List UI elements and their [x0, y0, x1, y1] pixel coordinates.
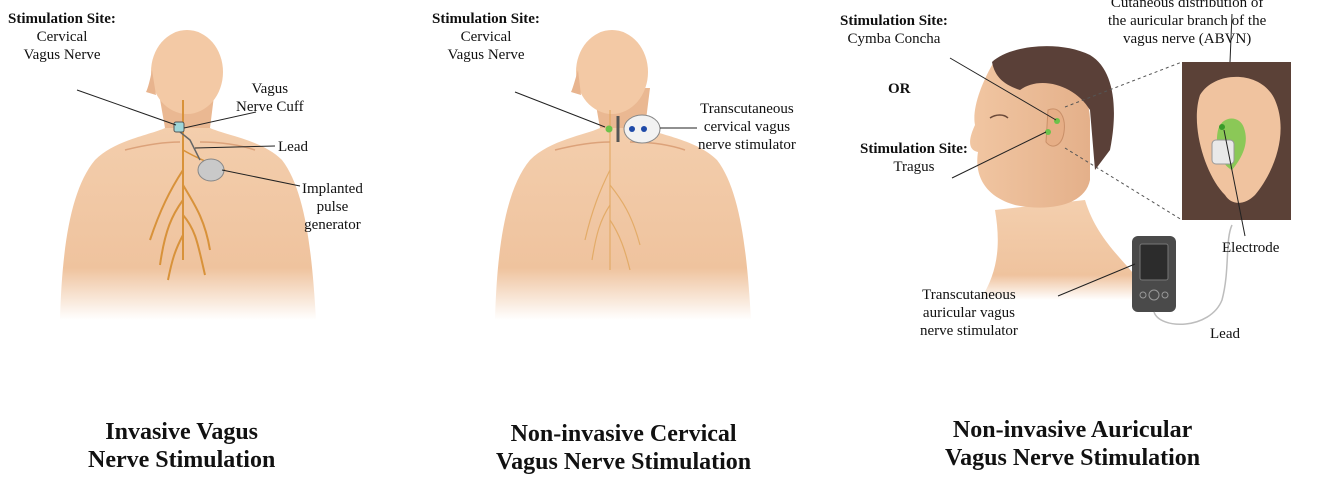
site-heading: Stimulation Site:	[840, 12, 948, 30]
device-line-3: nerve stimulator	[920, 322, 1018, 340]
site-value: Cymba Concha	[840, 30, 948, 48]
device-line-1: Transcutaneous	[920, 286, 1018, 304]
torso-figure-cervical	[495, 30, 751, 320]
device-line-1: Transcutaneous	[698, 100, 796, 118]
ipg-line-3: generator	[302, 216, 363, 234]
abvn-line-2: the auricular branch of the	[1108, 12, 1266, 30]
auricular-device-label: Transcutaneous auricular vagus nerve sti…	[920, 286, 1018, 340]
site-line-2: Vagus Nerve	[432, 46, 540, 64]
caption-line-1: Non-invasive Auricular	[945, 416, 1200, 444]
caption-line-1: Non-invasive Cervical	[496, 420, 751, 448]
site-line-1: Cervical	[8, 28, 116, 46]
site-heading: Stimulation Site:	[432, 10, 540, 28]
auricular-stimulator-device	[1132, 236, 1176, 312]
or-label: OR	[888, 80, 911, 98]
lead-label-invasive: Lead	[278, 138, 308, 156]
caption-line-2: Nerve Stimulation	[88, 446, 275, 474]
ipg-line-2: pulse	[302, 198, 363, 216]
site-value: Tragus	[860, 158, 968, 176]
electrode-label: Electrode	[1222, 239, 1279, 257]
device-line-2: auricular vagus	[920, 304, 1018, 322]
abvn-line-3: vagus nerve (ABVN)	[1108, 30, 1266, 48]
cuff-label: Vagus Nerve Cuff	[236, 80, 304, 116]
device-line-2: cervical vagus	[698, 118, 796, 136]
site-heading: Stimulation Site:	[8, 10, 116, 28]
caption-cervical: Non-invasive Cervical Vagus Nerve Stimul…	[496, 420, 751, 476]
cuff-line-2: Nerve Cuff	[236, 98, 304, 116]
site-line-2: Vagus Nerve	[8, 46, 116, 64]
caption-auricular: Non-invasive Auricular Vagus Nerve Stimu…	[945, 416, 1200, 472]
caption-invasive: Invasive Vagus Nerve Stimulation	[88, 418, 275, 474]
caption-line-1: Invasive Vagus	[88, 418, 275, 446]
site-label-cervical: Stimulation Site: Cervical Vagus Nerve	[432, 10, 540, 64]
abvn-label: Cutaneous distribution of the auricular …	[1108, 0, 1266, 48]
cervical-device-label: Transcutaneous cervical vagus nerve stim…	[698, 100, 796, 154]
site-label-cymba-concha: Stimulation Site: Cymba Concha	[840, 12, 948, 48]
caption-line-2: Vagus Nerve Stimulation	[496, 448, 751, 476]
ear-inset-image	[1182, 62, 1291, 220]
cuff-line-1: Vagus	[236, 80, 304, 98]
site-heading: Stimulation Site:	[860, 140, 968, 158]
device-line-3: nerve stimulator	[698, 136, 796, 154]
ipg-label: Implanted pulse generator	[302, 180, 363, 234]
caption-line-2: Vagus Nerve Stimulation	[945, 444, 1200, 472]
abvn-line-1: Cutaneous distribution of	[1108, 0, 1266, 12]
stimulation-site-marker	[606, 126, 613, 133]
ipg-line-1: Implanted	[302, 180, 363, 198]
lead-label-auricular: Lead	[1210, 325, 1240, 343]
torso-figure-invasive	[60, 30, 316, 320]
site-label-invasive: Stimulation Site: Cervical Vagus Nerve	[8, 10, 116, 64]
site-line-1: Cervical	[432, 28, 540, 46]
site-label-tragus: Stimulation Site: Tragus	[860, 140, 968, 176]
